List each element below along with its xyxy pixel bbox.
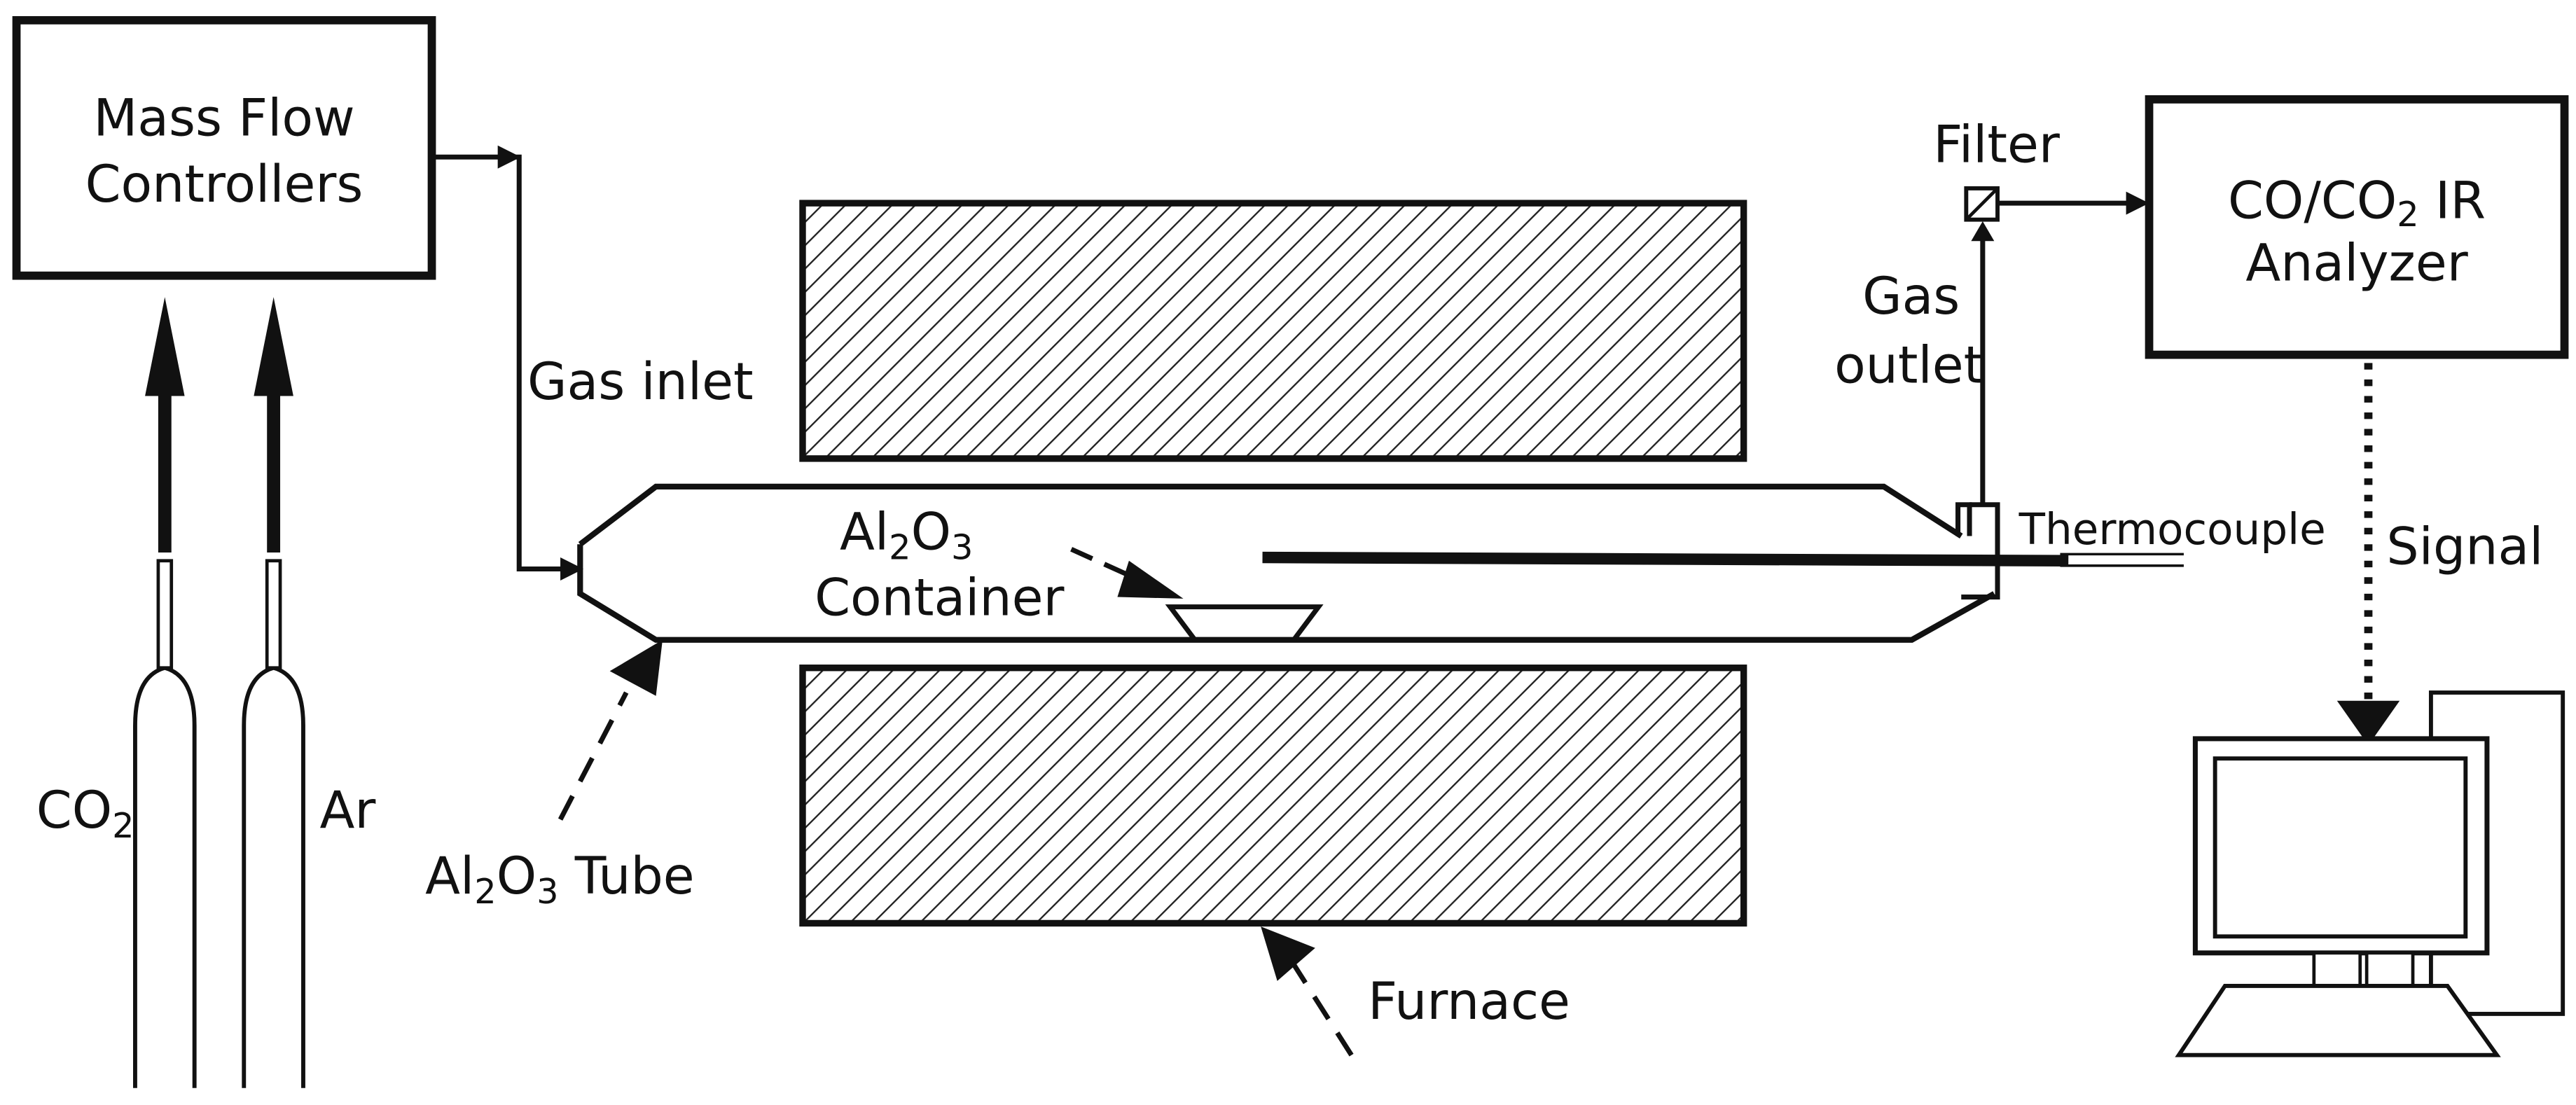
furnace-lower-block xyxy=(799,665,1747,927)
ar-label: Ar xyxy=(320,781,376,840)
computer-icon xyxy=(2175,690,2565,1057)
container-label-line1: Al2O3 xyxy=(840,502,973,567)
co2-label: CO2 xyxy=(36,781,134,846)
furnace-pointer-arrow xyxy=(1261,926,1354,1057)
co2-arrowhead xyxy=(145,297,185,396)
co2-cylinder: CO2 xyxy=(36,297,197,1088)
mass-flow-controllers-box: Mass Flow Controllers xyxy=(12,16,436,280)
signal-label: Signal xyxy=(2386,517,2543,576)
filter: Filter xyxy=(1933,115,2149,222)
ar-cylinder: Ar xyxy=(242,297,376,1088)
tube-pointer-arrow xyxy=(558,639,663,821)
ar-arrowhead xyxy=(254,297,293,396)
gas-inlet-line: Gas inlet xyxy=(431,145,754,581)
gas-inlet-label: Gas inlet xyxy=(527,352,754,412)
filter-label: Filter xyxy=(1933,115,2060,174)
alumina-container xyxy=(1165,604,1324,643)
furnace-label: Furnace xyxy=(1368,972,1570,1031)
container-pointer-arrow xyxy=(1070,547,1184,599)
alumina-tube xyxy=(577,483,1996,643)
analyzer-label-line2: Analyzer xyxy=(2245,234,2467,293)
thermocouple: Thermocouple xyxy=(1262,505,2326,567)
mfc-label-line2: Controllers xyxy=(85,155,363,214)
mfc-label-line1: Mass Flow xyxy=(93,89,354,148)
co-co2-ir-analyzer-box: CO/CO2 IR Analyzer xyxy=(2145,95,2569,359)
analyzer-label-line1: CO/CO2 IR xyxy=(2228,171,2486,235)
thermocouple-label: Thermocouple xyxy=(2018,505,2326,555)
furnace-upper-block xyxy=(799,200,1747,462)
gas-outlet-line: Gas outlet xyxy=(1834,221,2000,600)
gas-outlet-label-line2: outlet xyxy=(1834,336,1983,396)
tube-label: Al2O3 Tube xyxy=(425,847,695,912)
container-label-line2: Container xyxy=(815,568,1064,627)
gas-outlet-label-line1: Gas xyxy=(1862,267,1960,326)
signal-line: Signal xyxy=(2336,363,2543,746)
